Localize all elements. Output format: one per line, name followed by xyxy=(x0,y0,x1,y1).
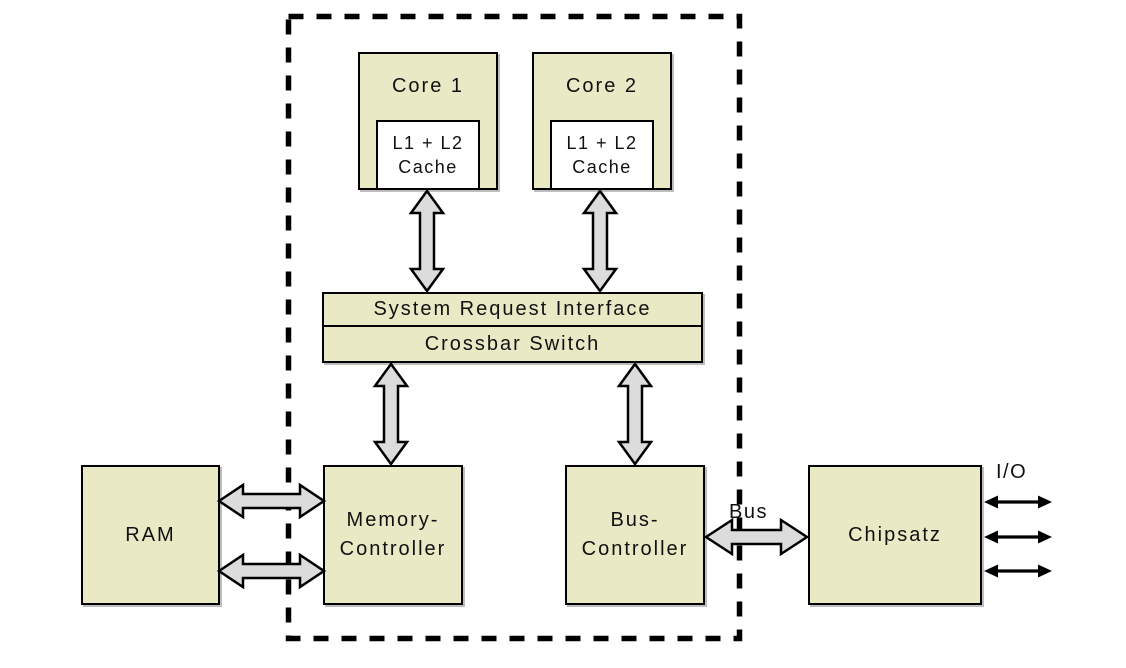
core1-cache-line1: L1 + L2 xyxy=(392,132,464,153)
core1-label: Core 1 xyxy=(391,74,465,97)
arrow-core1cache-sri xyxy=(408,188,446,294)
system-request-interface-block: System Request Interface xyxy=(324,294,701,327)
memory-controller-line2: Controller xyxy=(339,538,447,560)
memory-controller-line1: Memory- xyxy=(346,509,440,531)
core1-cache-line2: Cache xyxy=(398,157,458,177)
core2-block: Core 2 L1 + L2 Cache xyxy=(532,52,672,190)
bus-controller-line1: Bus- xyxy=(610,509,660,531)
arrow-crossbar-memorycontroller xyxy=(372,361,410,467)
io-label: I/O xyxy=(996,461,1028,483)
arrow-buscontroller-chipset xyxy=(703,517,810,557)
chipset-label: Chipsatz xyxy=(848,523,942,546)
core2-cache-block: L1 + L2 Cache xyxy=(550,120,654,190)
system-request-interface-label: System Request Interface xyxy=(373,298,652,320)
ram-block: RAM xyxy=(81,465,220,605)
core2-cache-line1: L1 + L2 xyxy=(566,132,638,153)
core1-title: Core 1 xyxy=(360,54,496,118)
crossbar-switch-block: Crossbar Switch xyxy=(324,327,701,361)
arrow-ram-memorycontroller-upper xyxy=(216,482,327,520)
bus-controller-line2: Controller xyxy=(581,538,689,560)
memory-controller-block: Memory- Controller xyxy=(323,465,463,605)
bus-controller-block: Bus- Controller xyxy=(565,465,705,605)
arrow-ram-memorycontroller-lower xyxy=(216,552,327,590)
arrow-core2cache-sri xyxy=(581,188,619,294)
io-arrow-bottom xyxy=(984,564,1052,578)
chipset-block: Chipsatz xyxy=(808,465,982,605)
sri-crossbar-stack: System Request Interface Crossbar Switch xyxy=(322,292,703,363)
core2-title: Core 2 xyxy=(534,54,670,118)
core1-block: Core 1 L1 + L2 Cache xyxy=(358,52,498,190)
core2-label: Core 2 xyxy=(565,74,639,97)
io-arrow-top xyxy=(984,495,1052,509)
bus-connection-label: Bus xyxy=(729,501,768,523)
io-arrow-middle xyxy=(984,530,1052,544)
ram-label: RAM xyxy=(125,523,176,546)
arrow-crossbar-buscontroller xyxy=(616,361,654,467)
core1-cache-block: L1 + L2 Cache xyxy=(376,120,480,190)
crossbar-switch-label: Crossbar Switch xyxy=(424,332,601,355)
core2-cache-line2: Cache xyxy=(572,157,632,177)
